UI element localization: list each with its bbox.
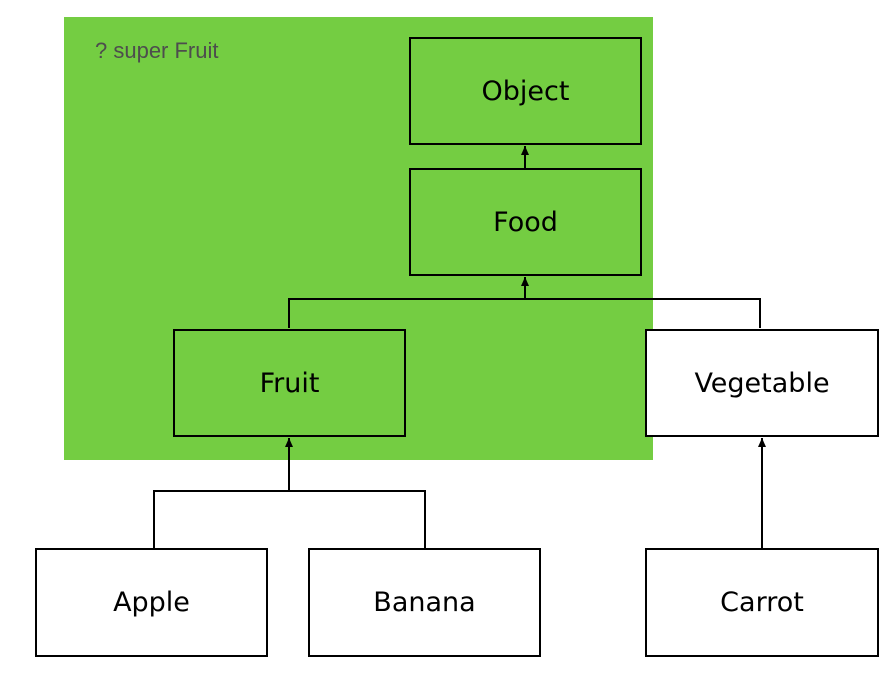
node-object: Object <box>409 37 642 145</box>
node-fruit-label: Fruit <box>259 367 320 399</box>
edge-apple-to-fruit <box>153 438 293 548</box>
node-food: Food <box>409 168 642 276</box>
node-carrot-label: Carrot <box>720 587 804 618</box>
node-vegetable-label: Vegetable <box>694 367 830 399</box>
node-apple-label: Apple <box>113 587 190 618</box>
node-carrot: Carrot <box>645 548 879 657</box>
node-banana: Banana <box>308 548 541 657</box>
edge-fruit-to-food <box>288 277 529 328</box>
node-fruit: Fruit <box>173 329 406 437</box>
node-vegetable: Vegetable <box>645 329 879 437</box>
node-object-label: Object <box>481 75 570 107</box>
node-food-label: Food <box>493 206 558 238</box>
edge-banana-to-fruit <box>289 490 426 548</box>
node-banana-label: Banana <box>373 587 476 618</box>
super-fruit-region-label: ? super Fruit <box>95 38 219 63</box>
edge-vegetable-to-food <box>525 298 761 328</box>
node-apple: Apple <box>35 548 268 657</box>
